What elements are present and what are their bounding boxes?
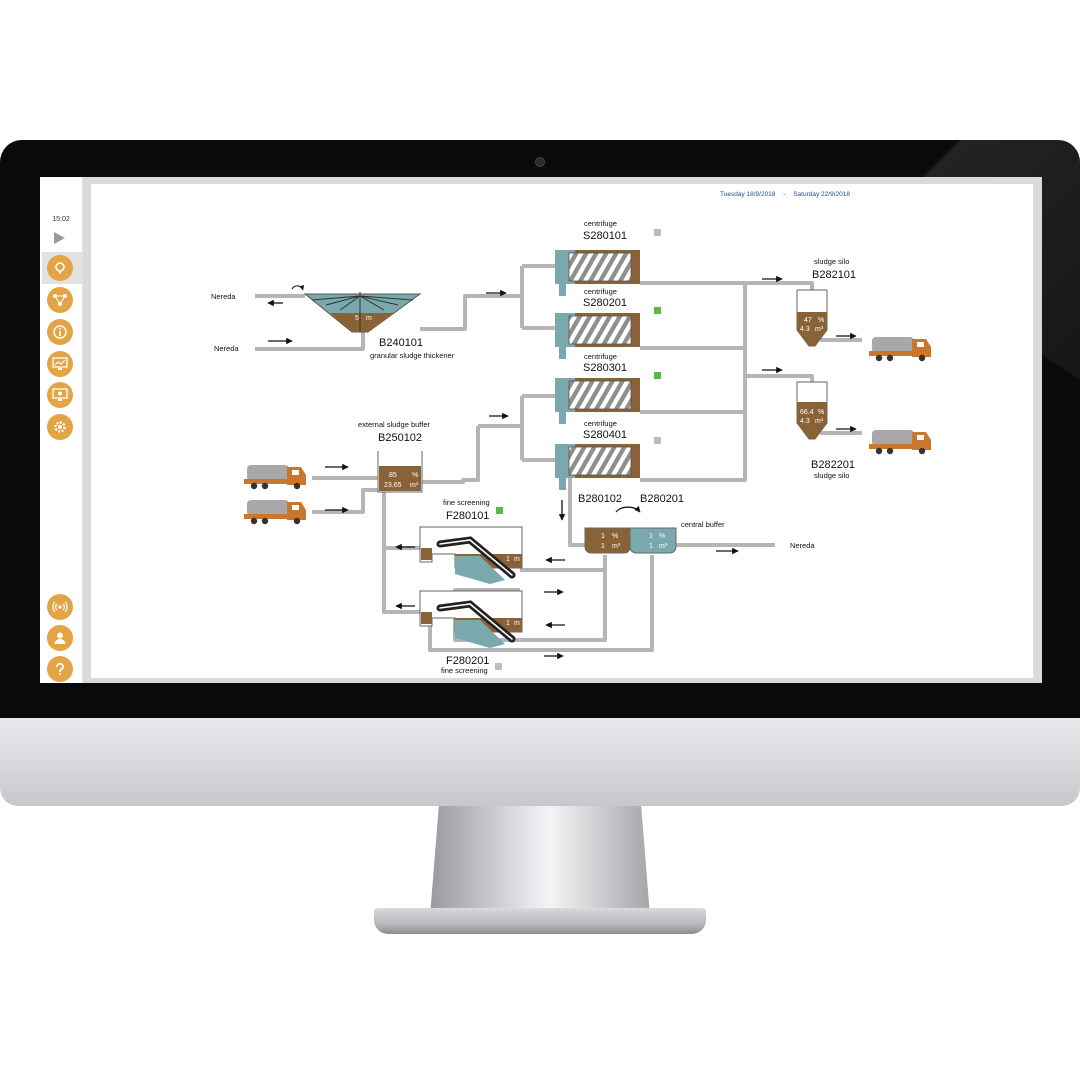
fine-screening-1[interactable]	[419, 526, 523, 584]
date-separator: -	[783, 191, 786, 198]
network-icon[interactable]	[47, 287, 73, 313]
silo-1-volume: 4.3	[800, 326, 810, 333]
silo-2-percent-unit: %	[818, 409, 824, 416]
centrifuge-4-caption: centrifuge	[584, 419, 617, 428]
external-buffer-percent-unit: %	[412, 472, 418, 479]
central-buffer-right-percent-unit: %	[659, 533, 665, 540]
gear-icon[interactable]	[47, 414, 73, 440]
centrifuge-3-id: S280301	[583, 362, 627, 374]
central-buffer-outlet-label: Nereda	[790, 541, 815, 550]
pipes	[255, 264, 862, 652]
centrifuge-4[interactable]	[555, 444, 640, 490]
central-buffer-left-volume: 1	[601, 543, 605, 550]
silo-2-caption: sludge silo	[814, 471, 849, 480]
silo-2-volume: 4.3	[800, 418, 810, 425]
central-buffer-right-percent: 1	[649, 533, 653, 540]
centrifuge-3[interactable]	[555, 378, 640, 424]
central-buffer-right-id: B280201	[640, 493, 684, 505]
centrifuge-2-caption: centrifuge	[584, 287, 617, 296]
thickener-tank[interactable]	[291, 284, 422, 333]
screening-2-level: 1	[506, 620, 510, 627]
centrifuge-4-status-indicator	[654, 437, 661, 444]
silo-1-id: B282101	[812, 269, 856, 281]
webcam-icon	[535, 157, 545, 167]
centrifuge-1-caption: centrifuge	[584, 219, 617, 228]
central-buffer-right-volume: 1	[649, 543, 653, 550]
monitor-stand-base	[374, 908, 706, 934]
thickener-id: B240101	[379, 337, 423, 349]
location-pin-icon[interactable]	[47, 255, 73, 281]
screening-1-level: 1	[506, 556, 510, 563]
screening-2-id: F280201	[446, 655, 489, 667]
date-from: Tuesday 18/9/2018	[720, 191, 776, 198]
truck-icon-inlet-2	[244, 500, 306, 525]
centrifuge-4-id: S280401	[583, 429, 627, 441]
truck-icon-inlet-1	[244, 465, 306, 490]
date-range[interactable]: Tuesday 18/9/2018 - Saturday 22/9/2018	[720, 191, 856, 198]
sludge-silo-2[interactable]	[796, 381, 828, 440]
screening-2-level-unit: m	[514, 620, 520, 627]
monitor-chin	[0, 718, 1080, 806]
signal-icon[interactable]	[47, 594, 73, 620]
central-buffer-left-percent: 1	[601, 533, 605, 540]
screening-1-level-unit: m	[514, 556, 520, 563]
truck-icon-silo-1	[869, 337, 931, 362]
external-sludge-buffer[interactable]	[377, 451, 423, 493]
centrifuge-2-status-indicator	[654, 307, 661, 314]
flow-arrows	[267, 275, 857, 660]
central-buffer-left-id: B280102	[578, 493, 622, 505]
silo-2-percent: 66.4	[800, 409, 814, 416]
screening-1-id: F280101	[446, 510, 489, 522]
silo-2-id: B282201	[811, 459, 855, 471]
thickener-name: granular sludge thickener	[370, 351, 455, 360]
user-icon[interactable]	[47, 625, 73, 651]
central-buffer-left[interactable]	[584, 527, 631, 554]
centrifuge-1-id: S280101	[583, 230, 627, 242]
screening-2-caption: fine screening	[441, 666, 488, 675]
external-buffer-id: B250102	[378, 432, 422, 444]
centrifuge-1[interactable]	[555, 250, 640, 296]
external-buffer-caption: external sludge buffer	[358, 420, 430, 429]
silo-1-volume-unit: m³	[815, 326, 824, 333]
central-buffer-left-volume-unit: m³	[612, 543, 621, 550]
screening-2-status-indicator	[495, 663, 502, 670]
centrifuge-3-caption: centrifuge	[584, 352, 617, 361]
fine-screening-2[interactable]	[419, 590, 523, 648]
screening-1-caption: fine screening	[443, 498, 490, 507]
central-buffer-right-volume-unit: m³	[659, 543, 668, 550]
sidebar: 15:02	[40, 177, 83, 683]
silo-1-caption: sludge silo	[814, 257, 849, 266]
silo-1-percent-unit: %	[818, 317, 824, 324]
screen-icon[interactable]	[47, 382, 73, 408]
thickener-inlet-label-top: Nereda	[211, 292, 236, 301]
help-icon[interactable]	[47, 656, 73, 682]
external-buffer-volume: 23.65	[384, 482, 402, 489]
truck-icon-silo-2	[869, 430, 931, 455]
centrifuge-2[interactable]	[555, 313, 640, 359]
monitor-chart-icon[interactable]	[47, 351, 73, 377]
transfer-arrow	[615, 505, 641, 513]
screening-1-status-indicator	[496, 507, 503, 514]
date-to: Saturday 22/9/2018	[793, 191, 850, 198]
centrifuge-2-id: S280201	[583, 297, 627, 309]
thickener-level: 5	[355, 315, 359, 322]
external-buffer-percent: 85	[389, 472, 397, 479]
thickener-level-unit: m	[366, 315, 372, 322]
central-buffer-left-percent-unit: %	[612, 533, 618, 540]
centrifuge-1-status-indicator	[654, 229, 661, 236]
play-icon[interactable]	[54, 232, 65, 244]
monitor-stand	[430, 806, 650, 916]
thickener-inlet-label-bottom: Nereda	[214, 344, 239, 353]
clock-time: 15:02	[52, 216, 70, 223]
silo-1-percent: 47	[804, 317, 812, 324]
silo-2-volume-unit: m³	[815, 418, 824, 425]
external-buffer-volume-unit: m³	[410, 482, 419, 489]
info-icon[interactable]	[47, 319, 73, 345]
centrifuge-3-status-indicator	[654, 372, 661, 379]
central-buffer-right[interactable]	[629, 527, 677, 554]
central-buffer-caption: central buffer	[681, 520, 725, 529]
sludge-silo-1[interactable]	[796, 289, 828, 347]
